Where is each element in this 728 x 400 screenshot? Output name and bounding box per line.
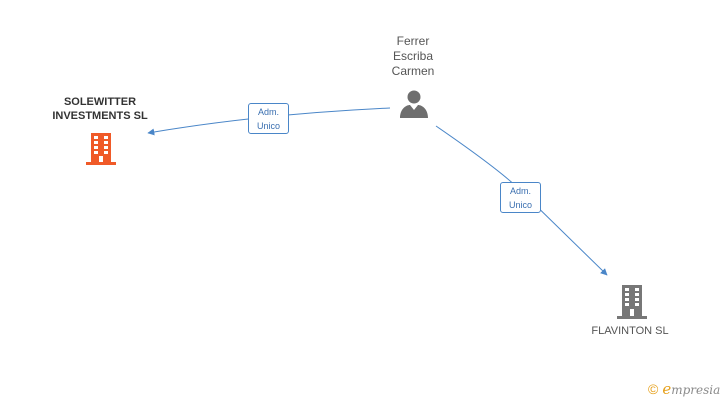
relation-label-line-2: Unico	[508, 200, 532, 210]
copyright-icon: ©	[648, 381, 659, 397]
person-icon[interactable]	[399, 89, 429, 119]
company-name-solewitter[interactable]: SOLEWITTER INVESTMENTS SL	[30, 95, 170, 123]
company-name-line-1: SOLEWITTER	[63, 96, 137, 108]
person-name-line-2: Escriba	[392, 49, 433, 63]
relation-label-flavinton[interactable]: Adm. Unico	[500, 182, 541, 213]
company-name-line-2: INVESTMENTS SL	[52, 110, 148, 122]
building-icon[interactable]	[85, 132, 117, 166]
relation-label-line-2: Unico	[256, 121, 280, 131]
person-name-line-3: Carmen	[391, 64, 435, 78]
brand-initial: e	[662, 380, 672, 398]
empresia-logo[interactable]: ©empresia	[648, 380, 720, 398]
relation-label-line-1: Adm.	[257, 107, 279, 117]
person-name-line-1: Ferrer	[396, 34, 430, 48]
brand-name: mpresia	[671, 383, 721, 397]
person-name[interactable]: Ferrer Escriba Carmen	[372, 34, 454, 79]
company-name-flavinton[interactable]: FLAVINTON SL	[591, 325, 669, 337]
relation-label-line-1: Adm.	[509, 186, 531, 196]
building-icon[interactable]	[616, 284, 648, 320]
relation-label-solewitter[interactable]: Adm. Unico	[248, 103, 289, 134]
